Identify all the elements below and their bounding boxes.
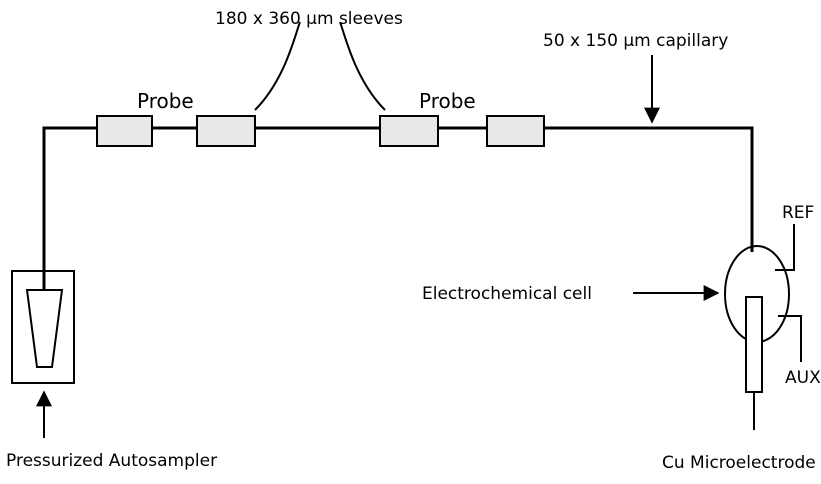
sleeve-2 — [197, 116, 255, 146]
sleeve-pointer-curves — [255, 22, 385, 110]
probe-left-label: Probe — [137, 89, 194, 113]
autosampler-label: Pressurized Autosampler — [6, 451, 217, 471]
sleeves-label: 180 x 360 μm sleeves — [215, 9, 403, 29]
electrode-label: Cu Microelectrode — [662, 453, 816, 473]
cell-label: Electrochemical cell — [422, 284, 592, 304]
capillary-label: 50 x 150 μm capillary — [543, 31, 728, 51]
sleeve-boxes — [97, 116, 544, 146]
sleeve-1 — [97, 116, 152, 146]
probe-right-label: Probe — [419, 89, 476, 113]
capillary-line — [44, 128, 752, 290]
ref-label: REF — [782, 203, 814, 223]
electrochemical-cell — [725, 224, 801, 430]
aux-label: AUX — [785, 368, 821, 388]
sleeve-3 — [380, 116, 438, 146]
sleeve-4 — [487, 116, 544, 146]
